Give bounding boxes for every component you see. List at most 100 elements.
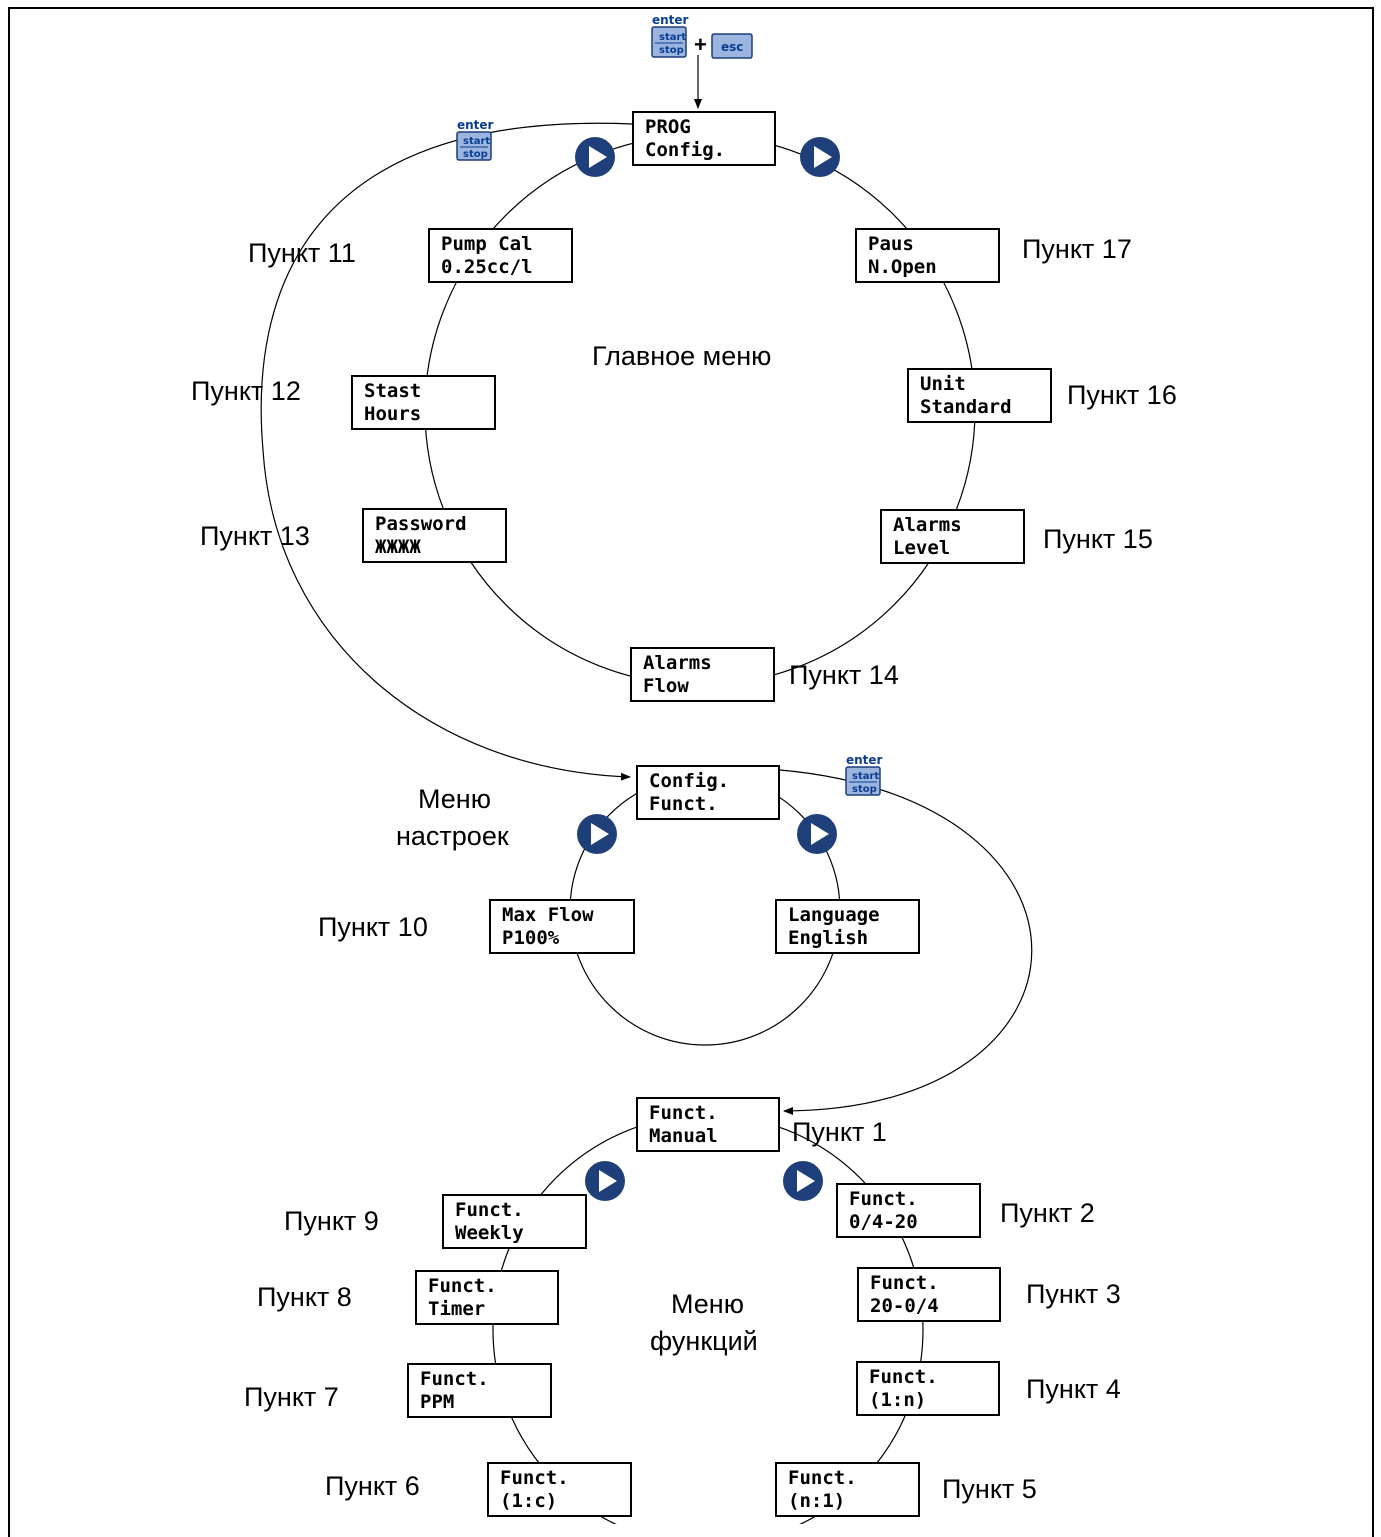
item-label-2: Пункт 2: [1000, 1198, 1095, 1228]
svg-text:Config.: Config.: [649, 770, 729, 792]
item-label-9: Пункт 9: [284, 1206, 379, 1236]
svg-text:Hours: Hours: [364, 403, 421, 425]
item-label-1: Пункт 1: [792, 1117, 887, 1147]
lcd-funct-ppm: Funct. PPM: [407, 1363, 552, 1418]
svg-text:Funct.: Funct.: [420, 1368, 489, 1390]
settings-menu-title-line2: настроек: [396, 821, 509, 851]
item-label-14: Пункт 14: [789, 660, 899, 690]
enter-start-stop-key-settings: enter start stop: [845, 753, 883, 796]
lcd-funct-20-0-4: Funct. 20-0/4: [857, 1267, 1001, 1322]
start-stop-key-icon: start stop: [845, 766, 881, 796]
svg-text:Funct.: Funct.: [788, 1467, 857, 1489]
svg-text:stop: stop: [659, 45, 684, 56]
diagram-frame: [8, 7, 1374, 1537]
svg-text:Password: Password: [375, 513, 467, 535]
item-label-16: Пункт 16: [1067, 380, 1177, 410]
lcd-alarms-level: Alarms Level: [880, 509, 1025, 564]
svg-text:0.25cc/l: 0.25cc/l: [441, 256, 533, 278]
svg-text:Level: Level: [893, 537, 950, 559]
svg-text:English: English: [788, 927, 868, 949]
enter-label: enter: [846, 753, 883, 767]
lcd-funct-weekly: Funct. Weekly: [442, 1194, 587, 1249]
play-icon-main-right: [800, 137, 840, 177]
svg-text:Flow: Flow: [643, 675, 689, 697]
prog-to-config-connector: [260, 122, 633, 781]
lcd-config-funct: Config. Funct.: [636, 765, 780, 820]
svg-text:PROG: PROG: [645, 116, 691, 138]
item-label-17: Пункт 17: [1022, 234, 1132, 264]
svg-text:esc: esc: [721, 40, 743, 54]
esc-key-icon: esc: [711, 33, 753, 59]
svg-text:Pump Cal: Pump Cal: [441, 233, 533, 255]
svg-text:Unit: Unit: [920, 373, 966, 395]
svg-text:Funct.: Funct.: [849, 1188, 918, 1210]
svg-text:20-0/4: 20-0/4: [870, 1295, 939, 1317]
svg-text:start: start: [463, 136, 490, 147]
play-icon-settings-left: [577, 814, 617, 854]
lcd-pump-cal: Pump Cal 0.25cc/l: [428, 228, 573, 283]
svg-text:Funct.: Funct.: [455, 1199, 524, 1221]
lcd-language: Language English: [775, 899, 920, 954]
lcd-max-flow: Max Flow P100%: [489, 899, 635, 954]
play-icon-functions-right: [783, 1161, 823, 1201]
svg-text:Funct.: Funct.: [649, 793, 718, 815]
svg-text:P100%: P100%: [502, 927, 560, 949]
svg-text:Paus: Paus: [868, 233, 914, 255]
enter-label: enter: [457, 118, 494, 132]
lcd-alarms-flow: Alarms Flow: [630, 647, 775, 702]
svg-text:Funct.: Funct.: [428, 1275, 497, 1297]
svg-text:Funct.: Funct.: [649, 1102, 718, 1124]
svg-text:0/4-20: 0/4-20: [849, 1211, 918, 1233]
item-label-3: Пункт 3: [1026, 1279, 1121, 1309]
svg-text:(1:c): (1:c): [500, 1490, 557, 1512]
item-label-7: Пункт 7: [244, 1382, 339, 1412]
main-menu-title: Главное меню: [592, 341, 771, 371]
svg-text:Config.: Config.: [645, 139, 725, 161]
lcd-unit-standard: Unit Standard: [907, 368, 1052, 423]
item-label-11: Пункт 11: [248, 238, 356, 268]
item-label-10: Пункт 10: [318, 912, 428, 942]
enter-start-stop-key-main: enter start stop: [456, 118, 494, 161]
svg-text:stop: stop: [852, 784, 877, 795]
item-label-4: Пункт 4: [1026, 1374, 1121, 1404]
lcd-paus-nopen: Paus N.Open: [855, 228, 1000, 283]
plus-sign: +: [694, 32, 707, 57]
svg-text:Standard: Standard: [920, 396, 1012, 418]
svg-text:Manual: Manual: [649, 1125, 718, 1147]
svg-text:ЖЖЖЖ: ЖЖЖЖ: [375, 536, 421, 558]
item-label-5: Пункт 5: [942, 1474, 1037, 1504]
lcd-funct-1-n: Funct. (1:n): [856, 1361, 1000, 1416]
play-icon-functions-left: [585, 1161, 625, 1201]
item-label-13: Пункт 13: [200, 521, 310, 551]
item-label-15: Пункт 15: [1043, 524, 1153, 554]
svg-text:Alarms: Alarms: [893, 514, 962, 536]
svg-text:stop: stop: [463, 149, 488, 160]
item-label-8: Пункт 8: [257, 1282, 352, 1312]
lcd-password: Password ЖЖЖЖ: [362, 508, 507, 563]
lcd-funct-n-1: Funct. (n:1): [775, 1462, 920, 1517]
lcd-funct-manual: Funct. Manual: [636, 1097, 780, 1152]
svg-text:Alarms: Alarms: [643, 652, 712, 674]
svg-text:Funct.: Funct.: [870, 1272, 939, 1294]
functions-menu-title-line2: функций: [650, 1326, 758, 1356]
play-icon-main-left: [575, 137, 615, 177]
svg-text:N.Open: N.Open: [868, 256, 937, 278]
play-icon-settings-right: [797, 814, 837, 854]
enter-start-stop-key-top: enter start stop + esc: [651, 13, 753, 59]
start-stop-key-icon: start stop: [651, 26, 687, 58]
start-stop-key-icon: start stop: [456, 131, 492, 161]
lcd-funct-timer: Funct. Timer: [415, 1270, 559, 1325]
svg-text:Stast: Stast: [364, 380, 421, 402]
svg-text:Weekly: Weekly: [455, 1222, 524, 1244]
svg-text:start: start: [852, 771, 879, 782]
svg-text:Timer: Timer: [428, 1298, 485, 1320]
svg-text:Max Flow: Max Flow: [502, 904, 594, 926]
play-icons: [575, 137, 840, 1201]
enter-label: enter: [652, 13, 689, 27]
lcd-funct-1-c: Funct. (1:c): [487, 1462, 632, 1517]
settings-menu-title-line1: Меню: [418, 784, 491, 814]
svg-text:start: start: [659, 32, 686, 43]
lcd-prog-config: PROG Config.: [632, 111, 776, 166]
svg-text:PPM: PPM: [420, 1391, 454, 1413]
